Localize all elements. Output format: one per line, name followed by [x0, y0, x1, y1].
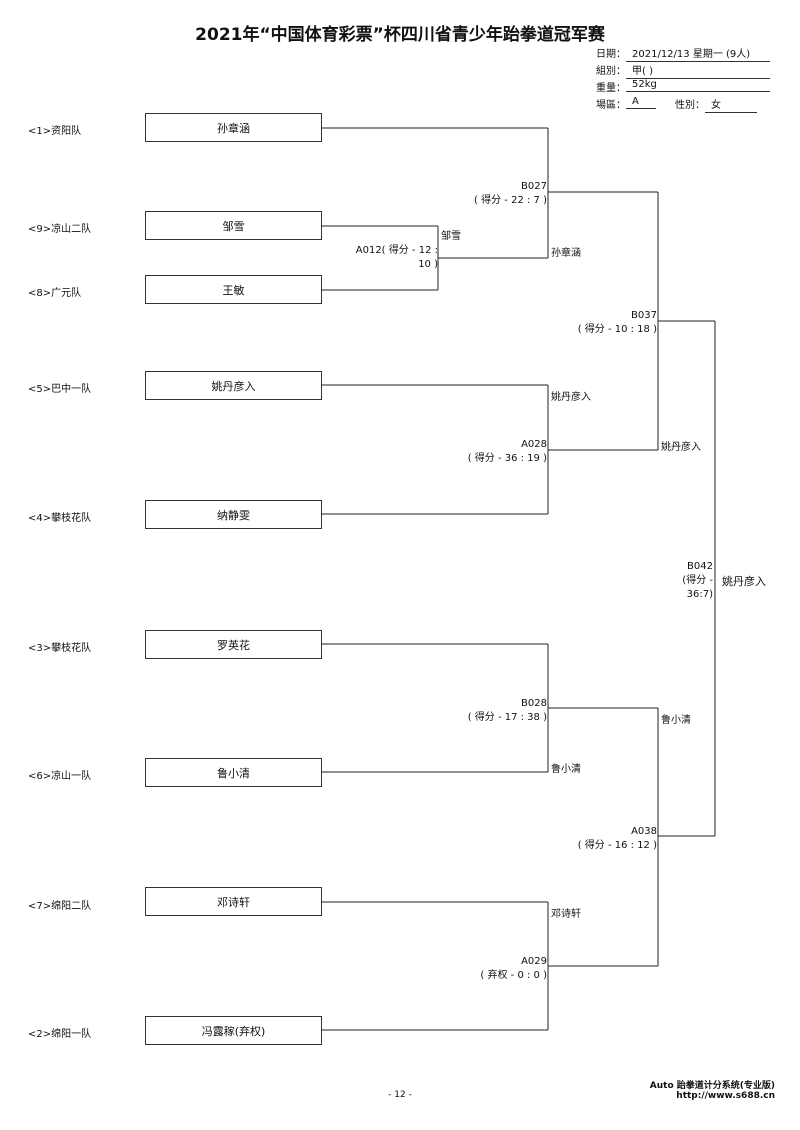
player-box: 王敏	[145, 275, 322, 304]
match-score: (得分 -	[682, 575, 713, 586]
match-code: A028	[521, 439, 547, 450]
match-code: B027	[521, 181, 547, 192]
venue-value: A	[626, 96, 656, 109]
seed-label: <9>凉山二队	[28, 224, 92, 235]
software-brand: Auto 跆拳道计分系统(专业版)	[649, 1081, 775, 1091]
player-name: 鲁小清	[217, 766, 250, 780]
match-winner: 邹雪	[441, 231, 461, 242]
player-box: 孙章涵	[145, 113, 322, 142]
match-score: 36:7)	[686, 589, 713, 600]
page-title: 2021年“中国体育彩票”杯四川省青少年跆拳道冠军赛	[195, 25, 605, 45]
software-url: http://www.s688.cn	[676, 1091, 775, 1101]
match-code: A029	[521, 956, 547, 967]
player-name: 罗英花	[217, 638, 250, 652]
match-label-b042: B042 (得分 - 36:7)	[682, 560, 713, 602]
match-score: ( 得分 - 10 : 18 )	[577, 324, 657, 335]
player-box: 邹雪	[145, 211, 322, 240]
player-name: 邹雪	[222, 219, 245, 233]
match-code: B042	[687, 561, 713, 572]
seed-label: <2>绵阳一队	[28, 1029, 92, 1040]
match-score: ( 得分 - 22 : 7 )	[474, 195, 547, 206]
champion-name: 姚丹彦入	[722, 575, 766, 588]
player-box: 纳静雯	[145, 500, 322, 529]
venue-label: 場區：	[596, 100, 626, 111]
seed-label: <3>攀枝花队	[28, 643, 92, 654]
gender-label: 性別：	[675, 100, 705, 111]
player-name: 姚丹彦入	[211, 379, 256, 393]
match-label-a029: A029 ( 弃权 - 0 : 0 )	[480, 955, 547, 983]
match-winner: 姚丹彦入	[551, 392, 591, 403]
player-name: 纳静雯	[217, 508, 250, 522]
seed-label: <6>凉山一队	[28, 771, 92, 782]
match-label-b027: B027 ( 得分 - 22 : 7 )	[474, 180, 547, 208]
match-code: B037	[631, 310, 657, 321]
seed-label: <4>攀枝花队	[28, 513, 92, 524]
group-value: 甲( )	[626, 62, 770, 79]
seed-label: <5>巴中一队	[28, 384, 92, 395]
player-name: 孙章涵	[217, 121, 250, 135]
match-label-a012: A012( 得分 - 12 : 10 )	[356, 244, 438, 272]
weight-value: 52kg	[626, 79, 770, 92]
match-label-a028: A028 ( 得分 - 36 : 19 )	[468, 438, 547, 466]
player-box: 罗英花	[145, 630, 322, 659]
player-box: 邓诗轩	[145, 887, 322, 916]
seed-label: <1>资阳队	[28, 126, 82, 137]
match-label-b037: B037 ( 得分 - 10 : 18 )	[578, 309, 657, 337]
player-name: 冯露稼(弃权)	[201, 1024, 266, 1038]
match-score: ( 得分 - 16 : 12 )	[577, 840, 657, 851]
gender-value: 女	[705, 96, 757, 113]
match-score: ( 弃权 - 0 : 0 )	[480, 970, 547, 981]
match-code: A038	[631, 826, 657, 837]
match-score: ( 得分 - 36 : 19 )	[467, 453, 547, 464]
match-label-a038: A038 ( 得分 - 16 : 12 )	[578, 825, 657, 853]
seed-label: <7>绵阳二队	[28, 901, 92, 912]
match-score: ( 得分 - 17 : 38 )	[467, 712, 547, 723]
match-winner: 姚丹彦入	[661, 442, 701, 453]
weight-label: 重量：	[596, 83, 626, 94]
match-winner: 邓诗轩	[551, 909, 581, 920]
match-code: B028	[521, 698, 547, 709]
date-value: 2021/12/13 星期一 (9人)	[626, 45, 770, 62]
player-name: 邓诗轩	[217, 895, 250, 909]
match-score: 10 )	[418, 259, 438, 270]
player-box: 鲁小清	[145, 758, 322, 787]
match-winner: 鲁小清	[661, 715, 691, 726]
match-winner: 鲁小清	[551, 764, 581, 775]
match-label-b028: B028 ( 得分 - 17 : 38 )	[468, 697, 547, 725]
page-number: - 12 -	[388, 1090, 412, 1100]
match-winner: 孙章涵	[551, 248, 581, 259]
group-label: 組別：	[596, 66, 626, 77]
seed-label: <8>广元队	[28, 288, 82, 299]
player-box: 姚丹彦入	[145, 371, 322, 400]
date-label: 日期：	[596, 49, 626, 60]
player-box: 冯露稼(弃权)	[145, 1016, 322, 1045]
match-code: A012( 得分 - 12 :	[355, 245, 438, 256]
player-name: 王敏	[222, 283, 245, 297]
